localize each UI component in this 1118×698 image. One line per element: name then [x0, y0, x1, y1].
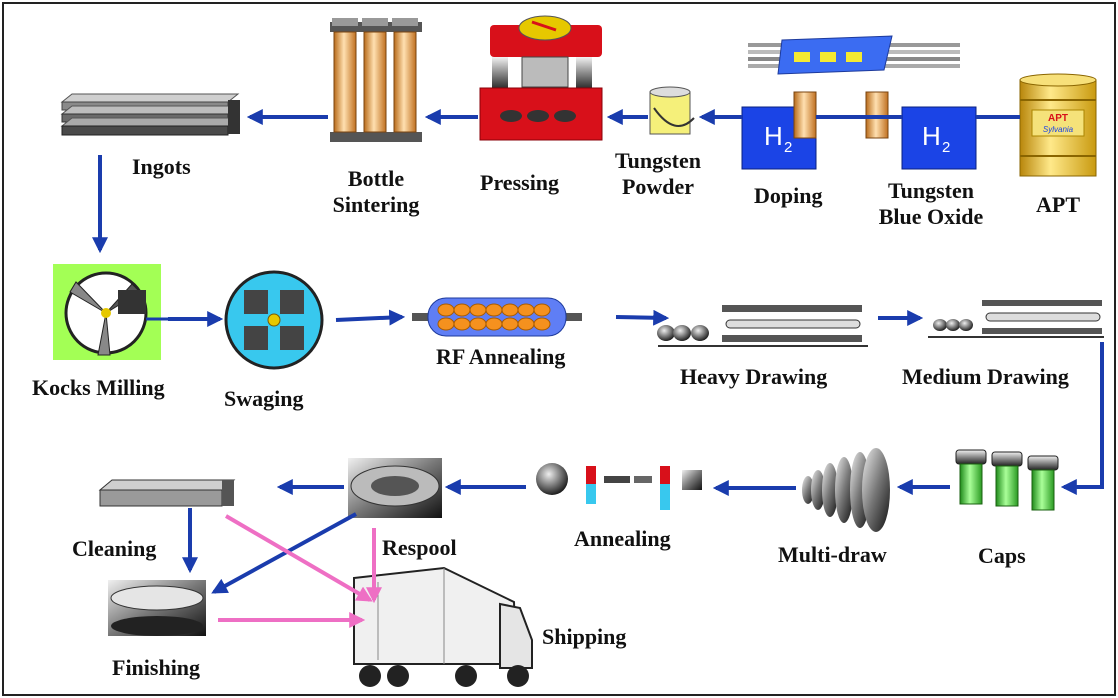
label-annealing: Annealing — [574, 526, 671, 551]
arrow-swaging-to-rf — [335, 309, 406, 326]
apt-drum-label: APT — [1048, 113, 1068, 124]
cleaning-icon — [98, 479, 236, 507]
bottle-sintering-icon — [330, 18, 422, 142]
respool-icon — [348, 458, 442, 518]
h2-subscript-2: 2 — [942, 139, 950, 156]
multi-draw-icon — [802, 448, 890, 532]
label-bottle-sintering: Bottle Sintering — [328, 166, 424, 218]
label-swaging: Swaging — [224, 386, 304, 411]
shipping-truck-icon — [353, 566, 533, 687]
label-tungsten-blue-oxide-line2: Blue Oxide — [878, 204, 984, 229]
swaging-icon — [224, 270, 324, 370]
label-medium-drawing: Medium Drawing — [902, 364, 1069, 389]
label-kocks-milling: Kocks Milling — [32, 375, 165, 400]
label-heavy-drawing: Heavy Drawing — [680, 364, 828, 389]
doping-furnace-icon — [748, 35, 960, 75]
doping-tube-icon — [793, 91, 817, 139]
label-pressing: Pressing — [480, 170, 560, 195]
caps-icon — [955, 449, 1059, 511]
label-bottle-sintering-line1: Bottle — [347, 166, 405, 191]
label-rf-annealing: RF Annealing — [436, 344, 566, 369]
arrow-respool-to-finishing — [211, 512, 357, 594]
medium-drawing-icon — [928, 300, 1104, 338]
heavy-drawing-icon — [657, 305, 868, 347]
h2-subscript: 2 — [784, 139, 792, 156]
label-multi-draw: Multi-draw — [778, 542, 887, 567]
label-bottle-sintering-line2: Sintering — [332, 192, 420, 217]
label-finishing: Finishing — [112, 655, 201, 680]
label-respool: Respool — [382, 535, 457, 560]
pressing-icon — [479, 15, 603, 141]
rf-annealing-icon — [412, 297, 582, 337]
arrow-rf-to-heavy — [615, 309, 670, 326]
label-apt: APT — [1036, 192, 1080, 217]
ingots-icon — [60, 93, 240, 136]
apt-drum-icon: APT Sylvania — [1019, 73, 1097, 177]
label-shipping: Shipping — [542, 624, 627, 649]
label-tungsten-blue-oxide: Tungsten Blue Oxide — [864, 178, 998, 230]
annealing-icon — [536, 463, 702, 510]
blue-oxide-h2-box: H 2 — [901, 106, 977, 170]
label-tungsten-powder-line2: Powder — [621, 174, 695, 199]
kocks-milling-icon — [53, 264, 170, 360]
finishing-icon — [108, 580, 206, 636]
label-caps: Caps — [978, 543, 1026, 568]
arrow-medium-to-caps — [1060, 342, 1104, 495]
label-tungsten-powder-line1: Tungsten — [614, 148, 701, 173]
h2-symbol-2: H — [922, 121, 941, 151]
pink-arrow-cleaning-to-shipping — [224, 514, 373, 602]
label-tungsten-powder: Tungsten Powder — [606, 148, 710, 200]
label-cleaning: Cleaning — [72, 536, 157, 561]
apt-drum-brand: Sylvania — [1043, 125, 1074, 134]
label-doping: Doping — [754, 183, 823, 208]
label-tungsten-blue-oxide-line1: Tungsten — [887, 178, 974, 203]
label-ingots: Ingots — [132, 154, 191, 179]
tungsten-powder-icon — [649, 86, 695, 135]
h2-symbol: H — [764, 121, 783, 151]
